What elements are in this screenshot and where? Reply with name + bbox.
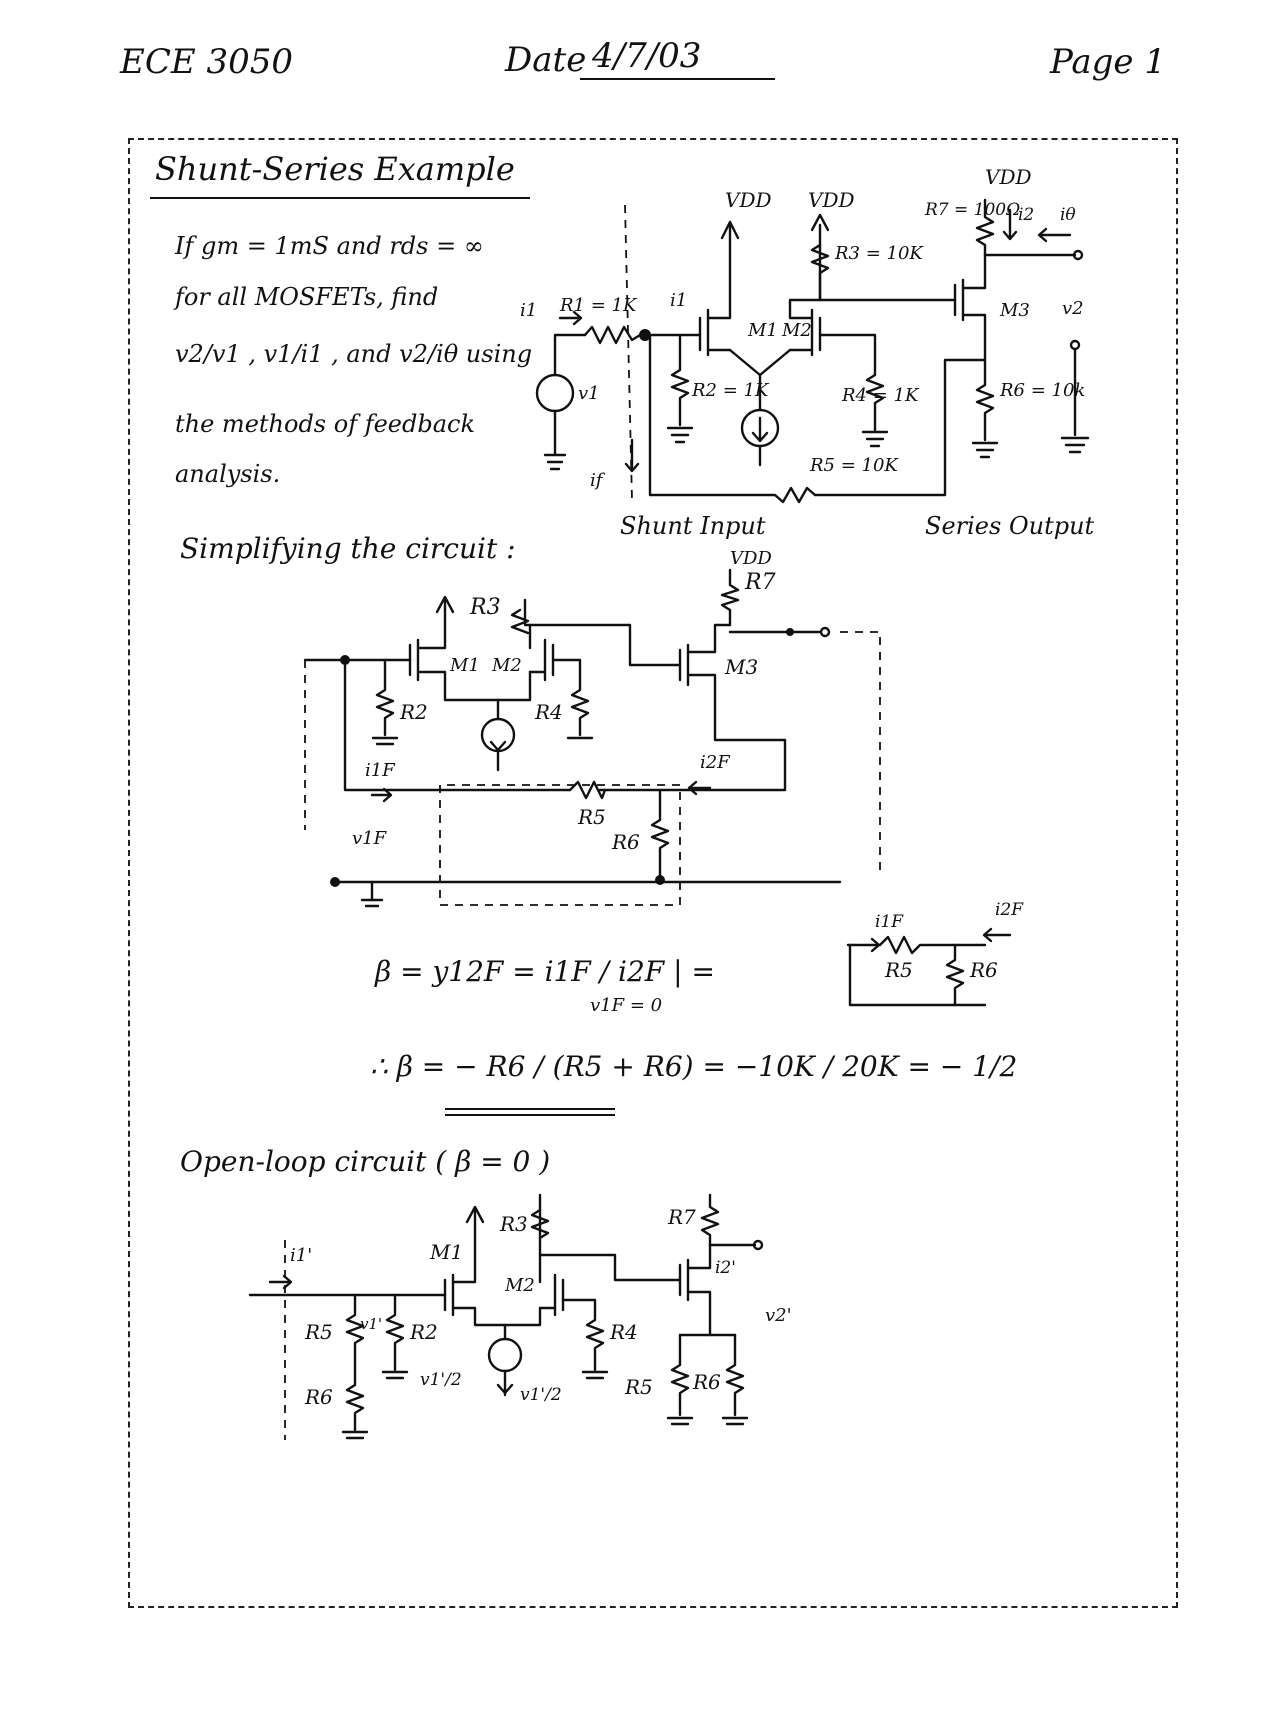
page-number: Page 1 — [1050, 42, 1166, 82]
c2-m2: M2 — [492, 655, 522, 676]
c2-r6: R6 — [612, 830, 640, 854]
c1-i2: i2 — [1018, 205, 1035, 225]
beta-equation: β = y12F = i1F / i2F | = — [375, 955, 715, 988]
beta-condition: v1F = 0 — [590, 995, 663, 1016]
c3-r5: R5 — [305, 1320, 333, 1344]
c2-r2: R2 — [400, 700, 428, 724]
c1-v1: v1 — [578, 383, 600, 404]
date-label: Date — [505, 40, 587, 80]
c2-m3: M3 — [725, 655, 759, 679]
c1-m2: M2 — [782, 320, 812, 341]
c2s-r5: R5 — [885, 958, 913, 982]
c1-v2: v2 — [1062, 298, 1084, 319]
c2-r7: R7 — [745, 570, 776, 595]
title-underline — [150, 197, 530, 199]
c3-v1half: v1'/2 — [420, 1370, 462, 1390]
c2-m1: M1 — [450, 655, 480, 676]
c3-r4: R4 — [610, 1320, 638, 1344]
c3-r6b: R6 — [693, 1370, 721, 1394]
c3-v1p: v1' — [360, 1315, 383, 1333]
problem-line-4: the methods of feedback — [175, 410, 476, 438]
c2s-i1f: i1F — [875, 912, 904, 932]
c3-r5b: R5 — [625, 1375, 653, 1399]
c2-r5: R5 — [578, 805, 606, 829]
c3-r2: R2 — [410, 1320, 438, 1344]
c1-r3: R3 = 10K — [835, 243, 923, 264]
c1-r4: R4 = 1K — [842, 385, 919, 406]
c1-i1: i1 — [520, 300, 538, 321]
c3-i1p: i1' — [290, 1245, 313, 1266]
c3-m2: M2 — [505, 1275, 535, 1296]
c2s-i2f: i2F — [995, 900, 1024, 920]
date-underline — [580, 78, 775, 80]
c2s-r6: R6 — [970, 958, 998, 982]
shunt-input-label: Shunt Input — [620, 512, 766, 540]
c3-m1: M1 — [430, 1240, 464, 1264]
section1-title: Shunt-Series Example — [155, 150, 515, 188]
c3-i2p: i2' — [715, 1258, 736, 1278]
result-underline-2 — [445, 1114, 615, 1116]
c2-i2f: i2F — [700, 752, 730, 773]
section2-title: Simplifying the circuit : — [180, 532, 516, 565]
result-underline-1 — [445, 1108, 615, 1110]
c1-itheta: iθ — [1060, 205, 1076, 225]
c3-v2p: v2' — [765, 1305, 792, 1326]
c1-m1: M1 — [748, 320, 778, 341]
c1-r7: R7 = 100Ω — [925, 200, 1021, 220]
c2-vdd: VDD — [730, 548, 772, 569]
c3-r6: R6 — [305, 1385, 333, 1409]
problem-line-5: analysis. — [175, 460, 281, 488]
c3-r7: R7 — [668, 1205, 696, 1229]
problem-line-2: for all MOSFETs, find — [175, 283, 439, 311]
c2-i1f: i1F — [365, 760, 395, 781]
c1-vdd-3: VDD — [985, 165, 1032, 189]
beta-result: ∴ β = − R6 / (R5 + R6) = −10K / 20K = − … — [370, 1050, 1018, 1083]
c3-v1half2: v1'/2 — [520, 1385, 562, 1405]
c1-r1: R1 = 1K — [560, 295, 637, 316]
c2-v1f: v1F — [352, 828, 387, 849]
course-code: ECE 3050 — [120, 42, 293, 82]
c1-vdd-1: VDD — [725, 188, 772, 212]
c1-r5: R5 = 10K — [810, 455, 898, 476]
section3-title: Open-loop circuit ( β = 0 ) — [180, 1145, 551, 1178]
problem-line-1: If gm = 1mS and rds = ∞ — [175, 232, 484, 260]
c1-if: if — [590, 470, 603, 491]
dashed-frame — [128, 138, 1178, 1608]
c1-iin: i1 — [670, 290, 688, 311]
problem-line-3: v2/v1 , v1/i1 , and v2/iθ using — [175, 340, 533, 368]
c1-r6: R6 = 10k — [1000, 380, 1086, 401]
c3-r3: R3 — [500, 1212, 528, 1236]
date-value: 4/7/03 — [592, 36, 702, 76]
c2-r3: R3 — [470, 595, 501, 620]
series-output-label: Series Output — [925, 512, 1095, 540]
c1-r2: R2 = 1K — [692, 380, 769, 401]
c1-vdd-2: VDD — [808, 188, 855, 212]
c2-r4: R4 — [535, 700, 563, 724]
c1-m3: M3 — [1000, 300, 1030, 321]
